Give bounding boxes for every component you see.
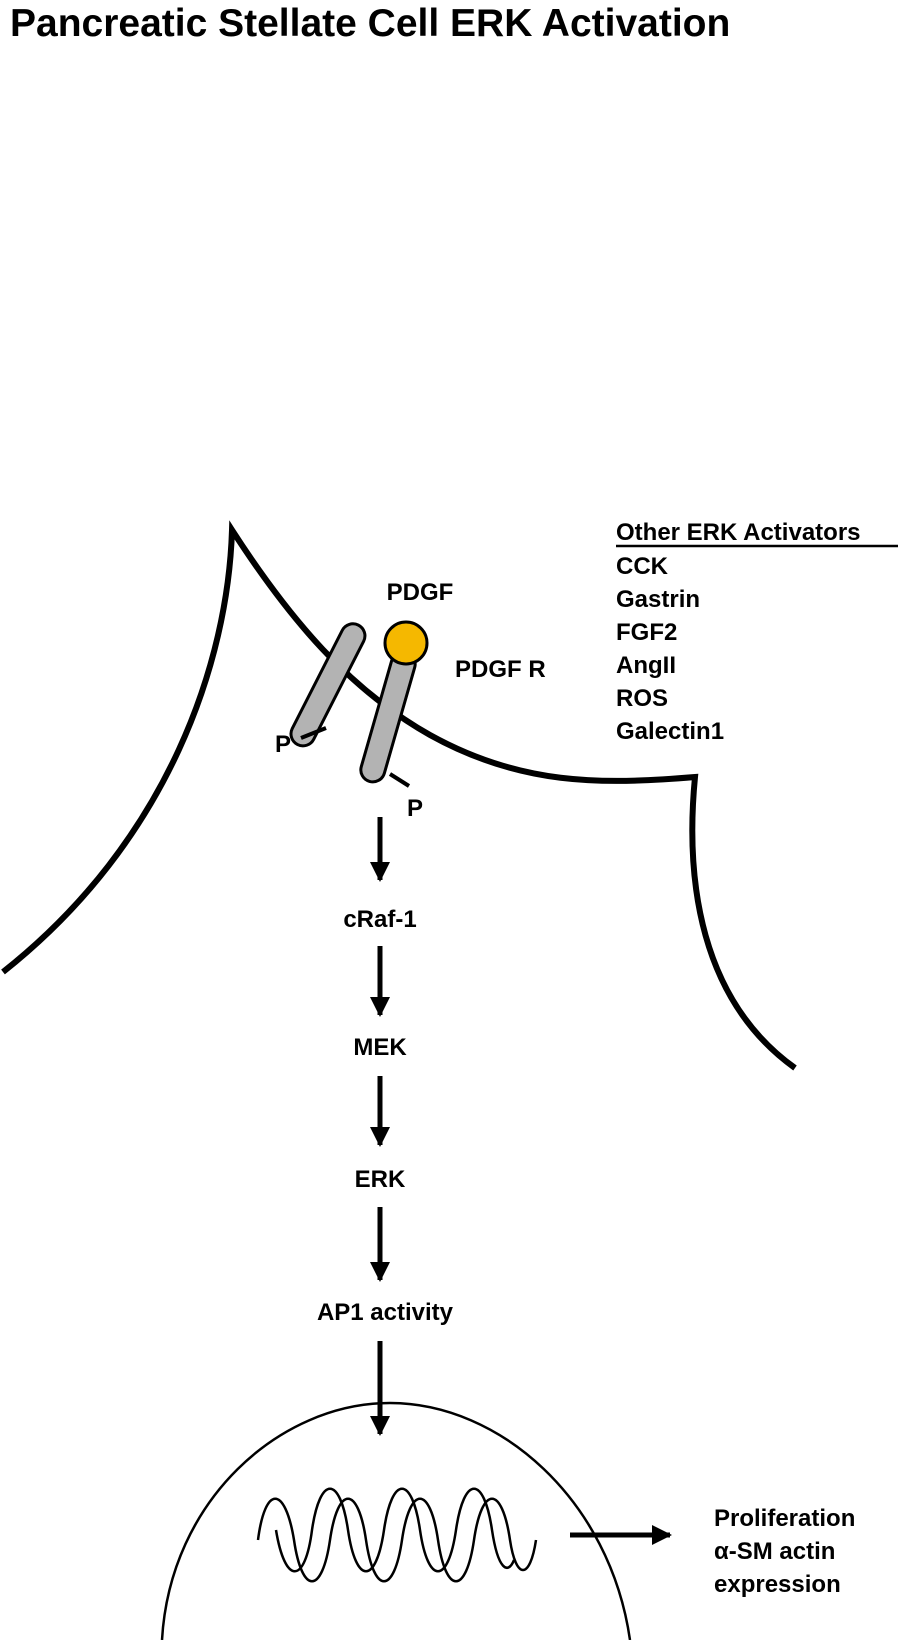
- pdgf-r-label: PDGF R: [455, 656, 546, 683]
- nucleus-membrane: [160, 1401, 632, 1640]
- dna-strand-1: [256, 1497, 538, 1583]
- activator-item: ROS: [616, 685, 668, 712]
- pdgf-ligand-circle: [383, 620, 429, 666]
- phospho-label-left: P: [275, 731, 291, 758]
- cascade-label-erk: ERK: [355, 1166, 406, 1193]
- outcome-line-2: α-SM actin: [714, 1538, 835, 1565]
- outcome-line-1: Proliferation: [714, 1505, 855, 1532]
- activator-item: CCK: [616, 553, 669, 580]
- phospho-label-right: P: [407, 795, 423, 822]
- cascade-label-ap1: AP1 activity: [317, 1299, 454, 1326]
- diagram-title: Pancreatic Stellate Cell ERK Activation: [10, 2, 730, 45]
- activators-heading: Other ERK Activators: [616, 519, 861, 546]
- cascade-label-craf1: cRaf-1: [343, 906, 416, 933]
- activator-item: Galectin1: [616, 718, 724, 745]
- activator-item: AngII: [616, 652, 676, 679]
- receptor-subunit-right: [359, 650, 417, 784]
- outcome-line-3: expression: [714, 1571, 841, 1598]
- phospho-stub-right: [388, 772, 411, 788]
- dna-strand-2: [274, 1487, 516, 1573]
- dna-helix-icon: [256, 1487, 538, 1583]
- activators-list: Other ERK Activators CCK Gastrin FGF2 An…: [616, 519, 898, 745]
- pdgf-label: PDGF: [387, 579, 454, 606]
- cascade-label-mek: MEK: [353, 1034, 407, 1061]
- activator-item: FGF2: [616, 619, 677, 646]
- phospho-stub-left: [300, 726, 327, 740]
- activator-item: Gastrin: [616, 586, 700, 613]
- cell-membrane: [1, 520, 797, 1071]
- receptor-subunit-left: [289, 622, 367, 748]
